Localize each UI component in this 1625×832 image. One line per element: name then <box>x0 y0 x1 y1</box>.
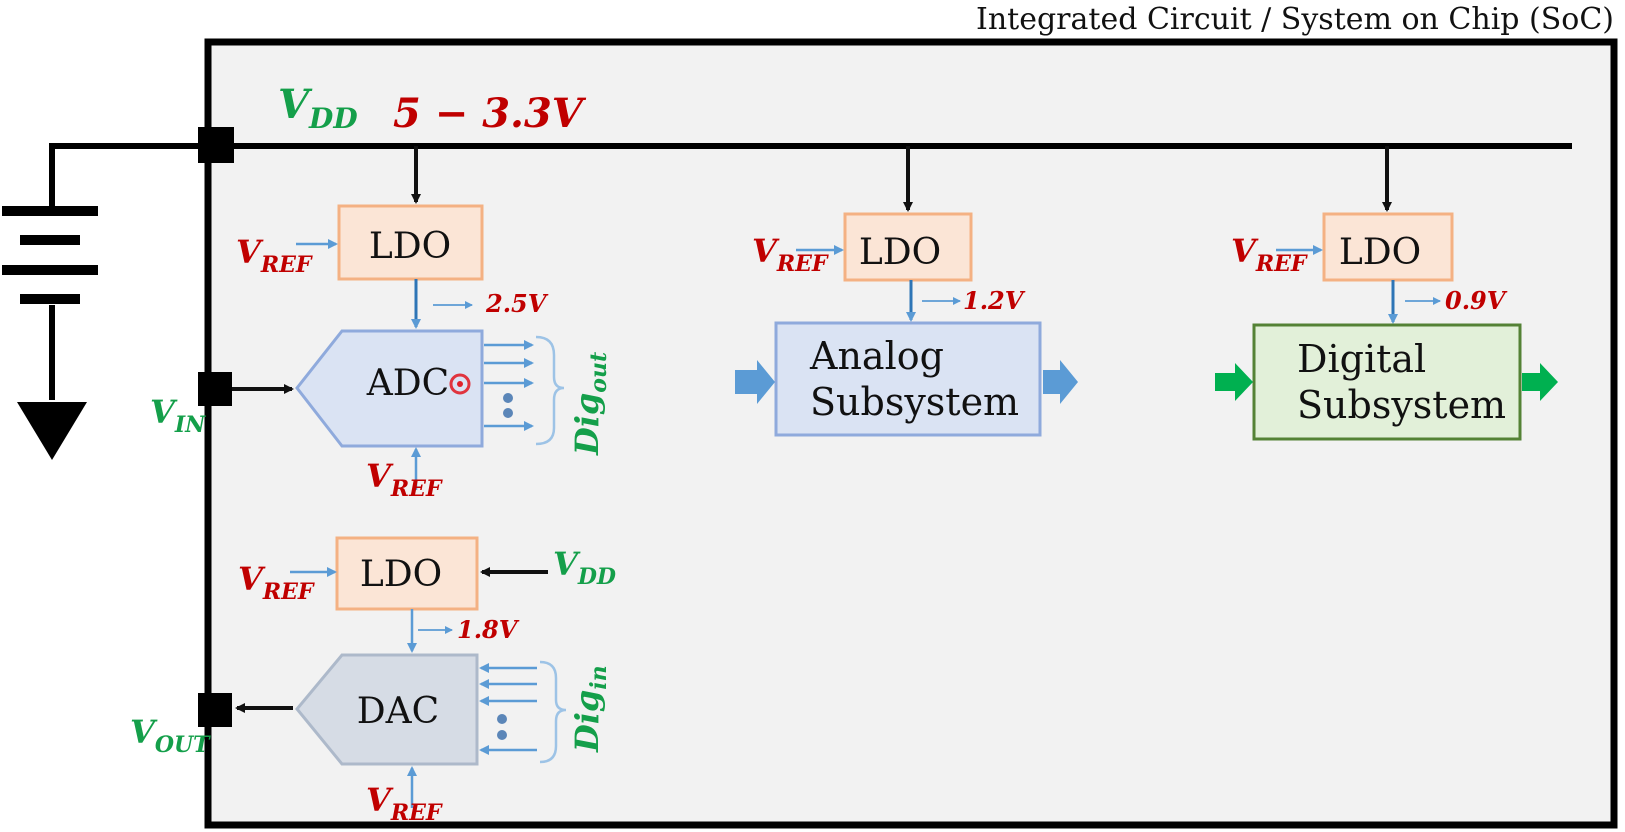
chip-title: Integrated Circuit / System on Chip (SoC… <box>976 2 1614 37</box>
vdd-label: VDD <box>278 81 358 135</box>
ldo-adc-vref: VREF <box>236 233 313 278</box>
adc-vref: VREF <box>366 457 443 502</box>
vdd-value: 5 − 3.3V <box>393 90 587 137</box>
vin-pin <box>198 372 232 406</box>
adc-output-brace <box>535 335 565 446</box>
dac-label: DAC <box>357 691 439 732</box>
adc-label: ADC <box>366 363 449 404</box>
ldo-adc-output: 2.5V <box>485 289 549 318</box>
ldo-dac-output: 1.8V <box>457 615 520 644</box>
adc-output-lines <box>484 340 534 431</box>
dig-out-label: Digout <box>568 352 612 456</box>
analog-subsystem-label: Analog Subsystem <box>809 334 1019 424</box>
vdd-pin <box>198 127 234 163</box>
ldo-dac-vdd: VDD <box>553 545 616 590</box>
ldo-dac-vref: VREF <box>238 560 315 605</box>
digital-subsystem <box>1252 323 1522 441</box>
ldo-adc <box>337 204 484 281</box>
ldo-adc-label: LDO <box>369 226 451 267</box>
ldo-analog-output: 1.2V <box>963 286 1026 315</box>
ground-icon <box>17 402 87 460</box>
vdd-rail <box>49 127 1572 208</box>
ldo-dac-label: LDO <box>360 554 442 595</box>
digital-subsystem-label: Digital Subsystem <box>1297 337 1506 427</box>
vout-pin <box>198 693 232 727</box>
analog-subsystem <box>774 321 1042 437</box>
dig-in-label: Digin <box>568 665 612 753</box>
ldo-dac <box>335 536 479 611</box>
digital-input-arrow <box>1215 363 1253 401</box>
dac-vref: VREF <box>366 781 443 826</box>
adc-block <box>295 329 484 448</box>
vout-label: VOUT <box>130 713 211 758</box>
ldo-analog-vref: VREF <box>752 232 829 277</box>
ldo-digital-label: LDO <box>1339 232 1421 273</box>
analog-input-arrow <box>735 360 775 404</box>
dac-input-brace <box>539 660 567 764</box>
ldo-analog <box>843 212 973 282</box>
ldo-digital-vref: VREF <box>1231 232 1308 277</box>
ldo-analog-label: LDO <box>859 232 941 273</box>
vin-label: VIN <box>150 393 206 438</box>
dac-input-lines <box>479 663 537 755</box>
digital-output-arrow <box>1522 363 1558 401</box>
ldo-digital-output: 0.9V <box>1445 286 1508 315</box>
ldo-digital <box>1322 212 1454 282</box>
battery-icon <box>2 206 98 400</box>
dac-block <box>295 653 479 766</box>
cursor-indicator <box>449 373 471 395</box>
analog-output-arrow <box>1043 360 1078 404</box>
